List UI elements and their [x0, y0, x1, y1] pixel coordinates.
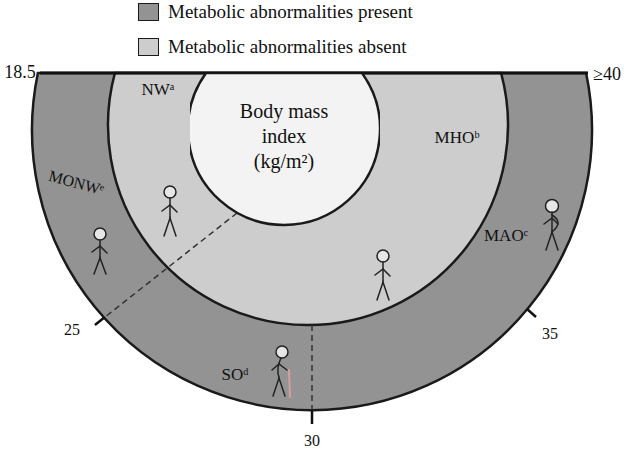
axis-end-value: 18.5	[4, 62, 36, 83]
stick-figures	[92, 186, 559, 397]
legend-text: Metabolic abnormalities present	[168, 1, 413, 23]
axis-value: 35	[542, 325, 558, 343]
legend-swatch	[138, 38, 159, 56]
tick-mark	[527, 309, 536, 317]
legend-text: Metabolic abnormalities absent	[168, 36, 406, 58]
axis-value: 30	[304, 432, 320, 450]
bmi-circle: Body mass index (kg/m²)	[190, 73, 380, 233]
middle-ring	[108, 73, 508, 325]
figure-mao	[544, 200, 559, 251]
tick-mark	[311, 410, 314, 424]
category-label: SOᵈ	[221, 365, 248, 385]
figure-mho	[375, 250, 390, 300]
figure-so	[272, 346, 290, 397]
category-label: MAOᶜ	[484, 226, 528, 246]
node-text: Body mass index (kg/m²)	[232, 99, 336, 174]
divider-dashed	[311, 325, 313, 410]
legend-swatch	[138, 3, 159, 21]
figure-normal	[162, 186, 177, 236]
outer-ring	[32, 73, 592, 410]
tick-mark	[95, 318, 104, 325]
axis-value: 25	[64, 321, 80, 339]
category-label: MHOᵇ	[435, 128, 480, 148]
figure-monw	[92, 228, 107, 274]
circle-shape	[190, 73, 380, 225]
divider-dashed	[104, 213, 237, 318]
axis-end-value: ≥40	[593, 64, 621, 85]
category-label: NWᵃ	[142, 80, 175, 100]
